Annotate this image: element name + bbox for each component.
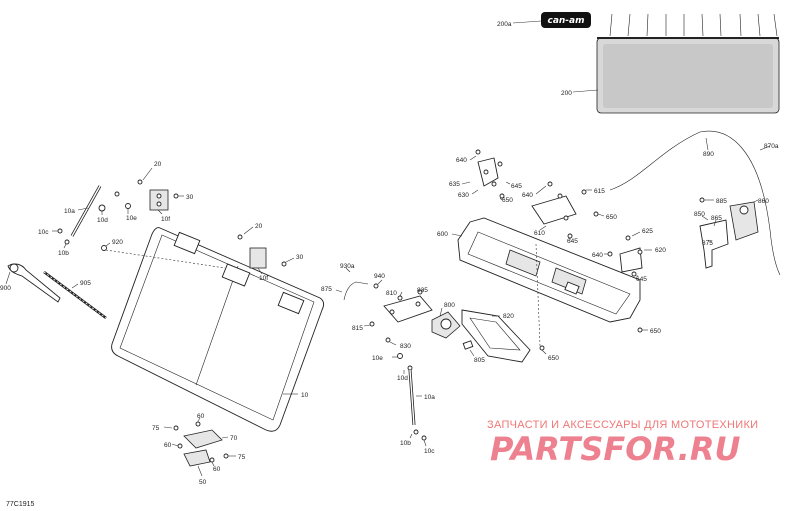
- callout-645-c: 645: [636, 276, 647, 283]
- callout-865: 865: [711, 215, 722, 222]
- bracket-upper-left: [475, 149, 505, 199]
- strut-right: [397, 353, 427, 441]
- callout-930a: 930a: [340, 263, 355, 270]
- callout-940: 940: [374, 273, 385, 280]
- screw-920: [101, 245, 107, 251]
- roof-panel: [596, 13, 780, 114]
- callout-75-a: 75: [152, 425, 160, 432]
- callout-850: 850: [694, 211, 705, 218]
- callout-10b-l: 10b: [58, 250, 69, 257]
- callout-600: 600: [437, 231, 448, 238]
- callout-50: 50: [199, 479, 207, 486]
- callout-860: 860: [758, 198, 769, 205]
- callout-905: 905: [80, 280, 91, 287]
- callout-830: 830: [400, 343, 411, 350]
- strut-left: [57, 185, 106, 245]
- callout-630: 630: [458, 192, 469, 199]
- callout-30-a: 30: [186, 194, 194, 201]
- callout-640-c: 640: [592, 252, 603, 259]
- motor-cover: [461, 309, 531, 363]
- callout-10c-r: 10c: [424, 448, 435, 455]
- callout-20-b: 20: [255, 223, 263, 230]
- bracket-upper-center: [531, 181, 599, 239]
- callout-10a-r: 10a: [424, 394, 435, 401]
- callout-900: 900: [0, 285, 11, 292]
- callout-810: 810: [386, 290, 397, 297]
- callout-10c-l: 10c: [38, 229, 49, 236]
- hinge-upper-left: [114, 179, 179, 211]
- callout-610: 610: [534, 230, 545, 237]
- wiper-motor-bracket: [369, 289, 433, 343]
- wiper-arm: [7, 263, 61, 303]
- callout-885: 885: [716, 198, 727, 205]
- windshield-glass: [111, 227, 325, 432]
- callout-820: 820: [503, 313, 514, 320]
- callout-650-a: 650: [502, 197, 513, 204]
- wiper-motor: [431, 311, 461, 339]
- bracket-right: [607, 235, 643, 277]
- callout-920: 920: [112, 239, 123, 246]
- callout-800: 800: [444, 302, 455, 309]
- callout-60-c: 60: [213, 466, 221, 473]
- callout-635: 635: [449, 181, 460, 188]
- callout-10: 10: [301, 392, 309, 399]
- callout-20-a: 20: [154, 161, 162, 168]
- callout-200: 200: [561, 90, 572, 97]
- callout-640-b: 640: [522, 192, 533, 199]
- callout-625: 625: [642, 228, 653, 235]
- washer-bracket: [699, 219, 729, 269]
- wiper-hose-930a: [343, 281, 369, 301]
- callout-875a: 875: [321, 286, 332, 293]
- callout-60-b: 60: [164, 442, 172, 449]
- callout-70: 70: [230, 435, 238, 442]
- callout-620: 620: [655, 247, 666, 254]
- callout-640-a: 640: [456, 157, 467, 164]
- callout-10b-r: 10b: [400, 440, 411, 447]
- watermark-text: ЗАПЧАСТИ И АКСЕССУАРЫ ДЛЯ МОТОТЕХНИКИ: [487, 419, 758, 431]
- wiper-blade: [43, 270, 107, 320]
- callout-75-b: 75: [238, 454, 246, 461]
- callout-805: 805: [474, 357, 485, 364]
- callout-10d-l: 10d: [97, 217, 108, 224]
- washer-reservoir: [729, 201, 759, 241]
- callout-815: 815: [352, 325, 363, 332]
- callout-615: 615: [594, 188, 605, 195]
- callout-10e-r: 10e: [372, 355, 383, 362]
- can-am-logo-badge: can-am: [541, 12, 591, 28]
- drawing-code: 77C1915: [6, 501, 35, 508]
- callout-870a: 870a: [764, 143, 779, 150]
- callout-10e: 10e: [126, 215, 137, 222]
- callout-10f-b: 10f: [259, 275, 268, 282]
- dash-panel: [457, 217, 641, 323]
- callout-30-b: 30: [296, 254, 304, 261]
- callout-835: 835: [417, 287, 428, 294]
- callout-10a-l: 10a: [64, 208, 75, 215]
- callout-875-b: 875: [702, 240, 713, 247]
- callout-645-b: 645: [567, 238, 578, 245]
- callout-650-d: 650: [548, 355, 559, 362]
- callout-650-b: 650: [606, 214, 617, 221]
- can-am-logo-text: can-am: [547, 16, 584, 26]
- watermark-logo: PARTSFOR.RU: [490, 430, 740, 468]
- callout-60-a: 60: [197, 413, 205, 420]
- callout-10f-a: 10f: [161, 216, 170, 223]
- latch-assembly: [173, 421, 229, 467]
- callout-890: 890: [703, 151, 714, 158]
- hinge-upper-center: [237, 234, 287, 269]
- callout-645-a: 645: [511, 183, 522, 190]
- callout-200a: 200a: [497, 21, 512, 28]
- callout-650-c: 650: [650, 328, 661, 335]
- callout-10d-r: 10d: [397, 375, 408, 382]
